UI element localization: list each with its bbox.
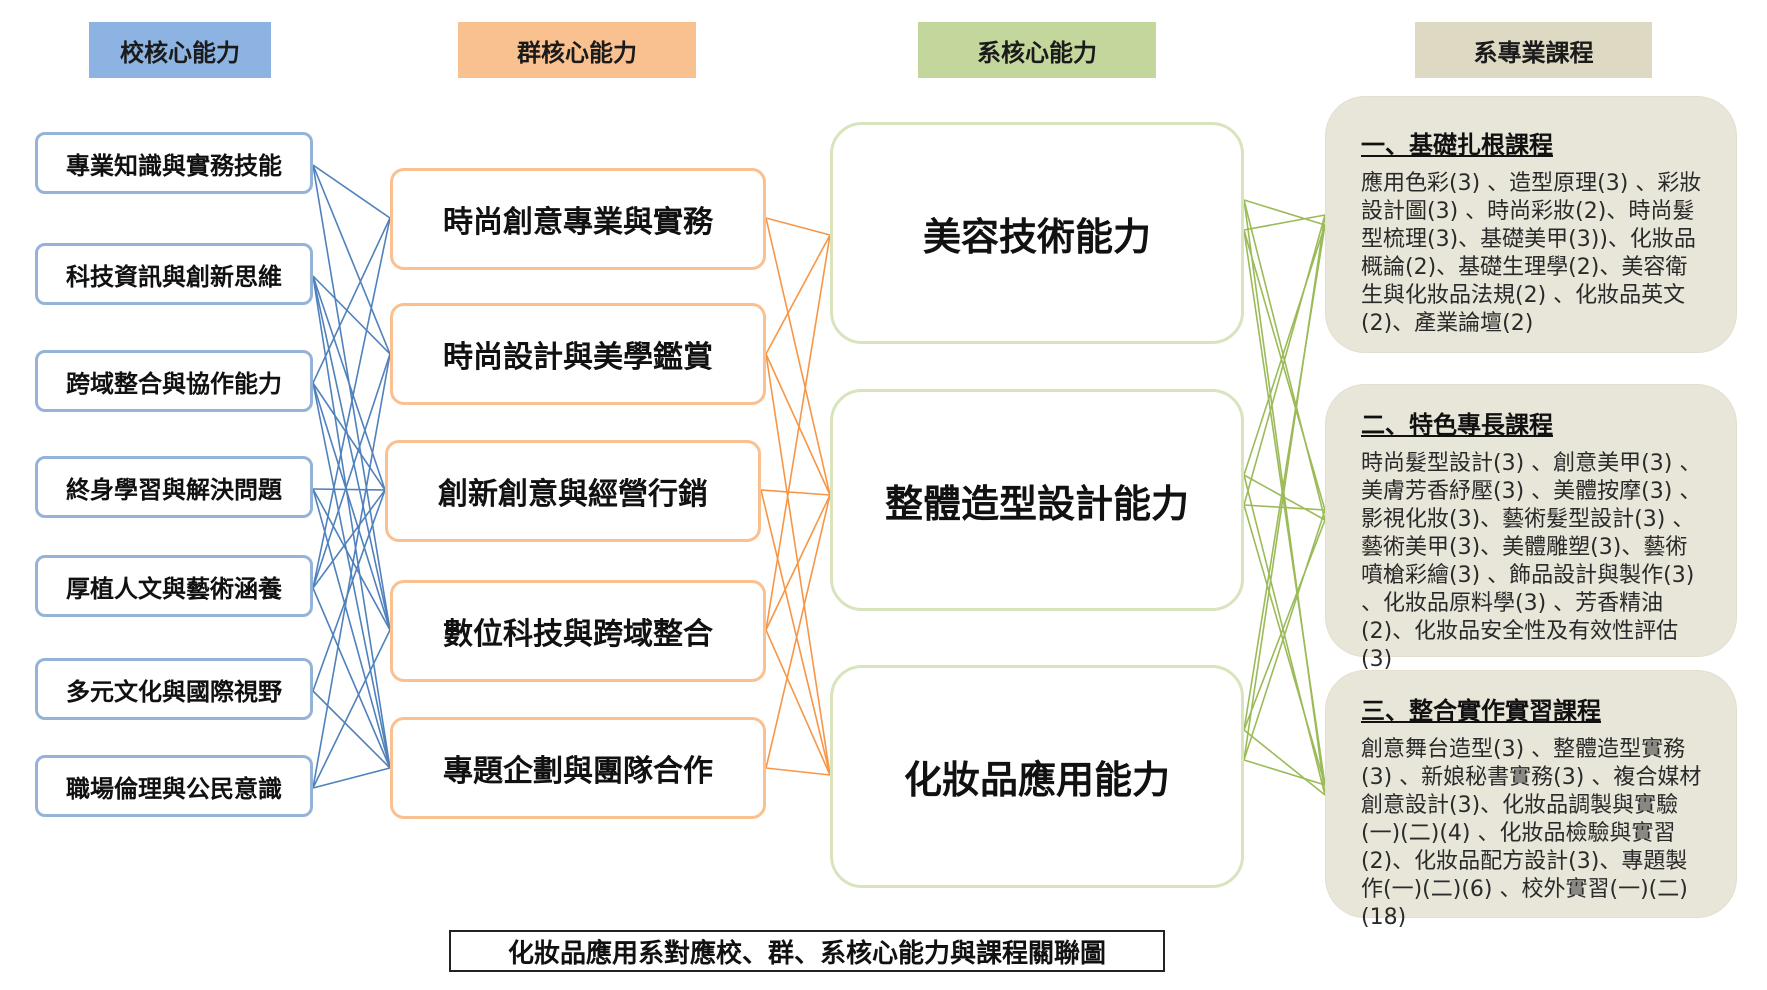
school-group-link <box>312 164 391 219</box>
header-school-core: 校核心能力 <box>89 22 271 78</box>
group-dept-link <box>765 494 831 631</box>
group-ability-box: 專題企劃與團隊合作 <box>390 717 766 819</box>
group-dept-link <box>765 494 831 769</box>
dept-ability-box: 化妝品應用能力 <box>830 665 1244 888</box>
school-group-link <box>312 382 391 631</box>
school-group-link <box>312 353 391 589</box>
dept-course-link <box>1243 509 1326 761</box>
dept-course-link <box>1243 759 1326 786</box>
school-group-link <box>312 767 391 789</box>
school-group-link <box>312 489 386 589</box>
header-group-core: 群核心能力 <box>458 22 696 78</box>
group-dept-link <box>765 767 831 776</box>
dept-course-link <box>1243 199 1326 226</box>
school-group-link <box>312 382 386 491</box>
school-ability-box: 專業知識與實務技能 <box>35 132 313 194</box>
dept-course-link <box>1243 474 1326 796</box>
course-list: 創意舞台造型(3) 、整體造型實務(3) 、新娘秘書實務(3) 、複合媒材創意設… <box>1361 737 1702 930</box>
header-dept-courses: 系專業課程 <box>1415 22 1652 78</box>
school-ability-box: 厚植人文與藝術涵養 <box>35 555 313 617</box>
school-group-link <box>312 488 386 491</box>
group-dept-link <box>765 234 831 355</box>
dept-course-link <box>1243 224 1326 731</box>
school-group-link <box>312 217 391 589</box>
school-group-link <box>312 382 391 769</box>
group-dept-link <box>765 353 831 496</box>
school-group-link <box>312 275 391 631</box>
course-title: 二、特色專長課程 <box>1361 411 1553 439</box>
course-panel-specialty: 二、特色專長課程 時尚髮型設計(3) 、創意美甲(3) 、美膚芳香紓壓(3) 、… <box>1325 384 1737 672</box>
school-group-link <box>312 353 391 789</box>
course-title: 一、基礎扎根課程 <box>1361 131 1553 159</box>
school-group-link <box>312 217 391 384</box>
group-ability-box: 時尚設計與美學鑑賞 <box>390 303 766 405</box>
dept-course-link <box>1243 504 1326 786</box>
school-group-link <box>312 164 391 631</box>
school-group-link <box>312 690 391 769</box>
dept-course-link <box>1243 224 1326 476</box>
school-group-link <box>312 488 391 769</box>
school-group-link <box>312 275 391 355</box>
dept-course-link <box>1243 474 1326 521</box>
header-dept-core: 系核心能力 <box>918 22 1156 78</box>
school-group-link <box>312 164 391 355</box>
course-list: 時尚髮型設計(3) 、創意美甲(3) 、美膚芳香紓壓(3) 、美體按摩(3) 、… <box>1361 451 1702 672</box>
diagram-caption: 化妝品應用系對應校、群、系核心能力與課程關聯圖 <box>449 930 1165 972</box>
group-ability-box: 時尚創意專業與實務 <box>390 168 766 270</box>
group-dept-link <box>765 629 831 776</box>
school-ability-box: 科技資訊與創新思維 <box>35 243 313 305</box>
dept-course-link <box>1243 229 1326 511</box>
course-list: 應用色彩(3) 、造型原理(3) 、彩妝設計圖(3) 、時尚彩妝(2)、時尚髮型… <box>1361 171 1702 336</box>
group-dept-link <box>760 489 831 496</box>
school-group-link <box>312 488 391 631</box>
school-ability-box: 職場倫理與公民意識 <box>35 755 313 817</box>
course-panel-foundation: 一、基礎扎根課程 應用色彩(3) 、造型原理(3) 、彩妝設計圖(3) 、時尚彩… <box>1325 96 1737 353</box>
school-group-link <box>312 275 386 491</box>
group-dept-link <box>760 489 831 776</box>
school-group-link <box>312 629 391 789</box>
dept-course-link <box>1243 519 1326 731</box>
school-group-link <box>312 587 391 769</box>
dept-course-link <box>1243 504 1326 511</box>
group-dept-link <box>765 234 831 631</box>
dept-course-link <box>1243 199 1326 521</box>
group-dept-link <box>765 217 831 496</box>
group-dept-link <box>765 353 831 776</box>
group-ability-box: 數位科技與跨域整合 <box>390 580 766 682</box>
course-panel-practicum: 三、整合實作實習課程 創意舞台造型(3) 、整體造型實務(3) 、新娘秘書實務(… <box>1325 670 1737 930</box>
school-ability-box: 多元文化與國際視野 <box>35 658 313 720</box>
school-group-link <box>312 275 391 769</box>
dept-course-link <box>1243 199 1326 796</box>
school-group-link <box>312 489 386 692</box>
dept-course-link <box>1243 214 1326 761</box>
dept-ability-box: 整體造型設計能力 <box>830 389 1244 611</box>
school-ability-box: 跨域整合與協作能力 <box>35 350 313 412</box>
dept-course-link <box>1243 214 1326 506</box>
dept-course-link <box>1243 214 1326 231</box>
group-dept-link <box>765 217 831 236</box>
dept-ability-box: 美容技術能力 <box>830 122 1244 344</box>
school-ability-box: 終身學習與解決問題 <box>35 456 313 518</box>
dept-course-link <box>1243 229 1326 786</box>
group-ability-box: 創新創意與經營行銷 <box>385 440 761 542</box>
course-title: 三、整合實作實習課程 <box>1361 697 1601 725</box>
dept-course-link <box>1243 729 1326 796</box>
